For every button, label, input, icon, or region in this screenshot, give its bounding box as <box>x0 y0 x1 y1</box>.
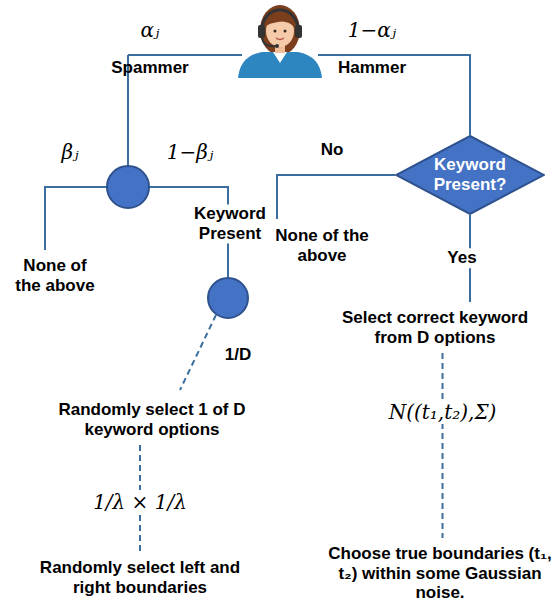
branch-label: Hammer <box>338 58 406 78</box>
decision-diamond: Keyword Present? <box>395 135 545 215</box>
operator-icon <box>238 5 322 78</box>
branch-line <box>318 55 470 135</box>
edge-label: No <box>321 140 344 160</box>
branch-label: Spammer <box>111 58 188 78</box>
node-text: None of the above <box>267 226 377 265</box>
node-text: None of the above <box>11 256 99 295</box>
diamond-outline <box>396 136 544 214</box>
branch-connector <box>277 175 395 219</box>
dashed-line <box>180 315 216 390</box>
node-text: Select correct keyword from D options <box>321 308 549 347</box>
outcome-text: Choose true boundaries (t₁, t₂) within s… <box>326 542 554 605</box>
node-text: Randomly select 1 of D keyword options <box>41 400 263 439</box>
edge-label: Yes <box>444 248 479 268</box>
probability-label: βⱼ <box>62 140 79 164</box>
probability-label: 1−βⱼ <box>167 140 213 164</box>
outcome-text: None of the above <box>9 254 101 297</box>
branch-line <box>128 54 242 56</box>
outcome-text: Randomly select 1 of D keyword options <box>39 398 265 441</box>
dashed-connector <box>442 353 444 538</box>
probability-label: αⱼ <box>141 18 160 42</box>
chance-circle <box>208 278 248 318</box>
outcome-text: None of the above <box>265 224 379 267</box>
node-text: Keyword Present? <box>420 155 520 194</box>
node-text: Randomly select left and right boundarie… <box>35 558 246 597</box>
node-text: Choose true boundaries (t₁, t₂) within s… <box>328 544 552 603</box>
outcome-text: Select correct keyword from D options <box>319 306 551 349</box>
branch-label: Keyword Present <box>184 204 276 243</box>
probability-label: 1−αⱼ <box>348 18 396 42</box>
probability-label: 1/D <box>225 345 251 365</box>
branch-line <box>45 187 107 250</box>
edge-label: N((t₁,t₂),Σ) <box>386 400 500 424</box>
outcome-text: Randomly select left and right boundarie… <box>33 556 248 599</box>
chance-circle <box>107 166 149 208</box>
edge-label: 1/λ × 1/λ <box>90 490 190 514</box>
